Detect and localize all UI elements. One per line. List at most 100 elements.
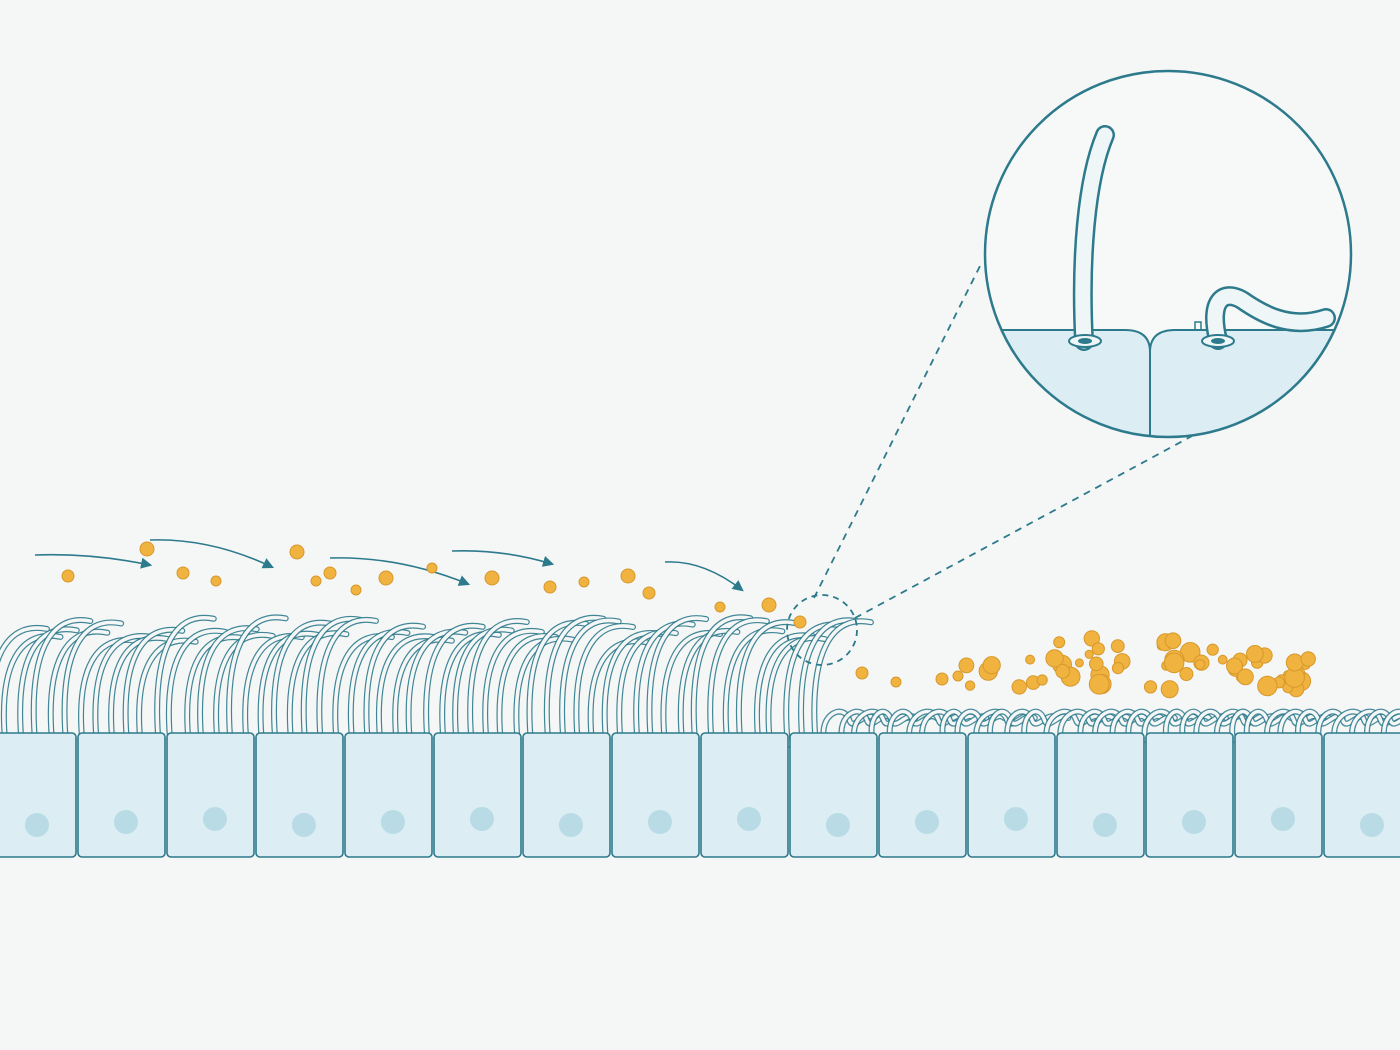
mucus-particle [210, 575, 222, 587]
mucus-particle [484, 570, 500, 586]
upright-cilium [197, 625, 260, 748]
cilium-core [679, 629, 740, 747]
upright-cilium [392, 636, 455, 748]
cilium-core [497, 634, 558, 747]
upright-cilium [423, 622, 486, 748]
upright-cilium [452, 626, 515, 748]
upright-cilium [496, 633, 560, 748]
upright-cilium [47, 628, 111, 748]
upright-cilium [754, 632, 817, 748]
cilium-core [214, 633, 275, 747]
epithelial-cell [522, 732, 611, 858]
cell-nucleus [825, 813, 850, 837]
cell-body [1234, 732, 1323, 858]
cell-body [878, 732, 967, 858]
cilium-core [755, 633, 816, 747]
cilium-core [109, 636, 170, 747]
damaged-cilium [1213, 708, 1271, 743]
cilium-core [227, 615, 288, 747]
flow-arrow [329, 557, 471, 586]
cell-body [433, 732, 522, 858]
upright-cilium [316, 616, 379, 748]
upright-cilium [300, 615, 364, 748]
epithelial-cell [0, 732, 77, 858]
accumulated-particle [1160, 680, 1179, 699]
cilium-core [317, 618, 378, 747]
mucus-particle [793, 615, 807, 629]
cilium-core [301, 617, 363, 747]
cilium-core [123, 627, 185, 747]
upright-cilium [587, 638, 651, 748]
cilium-core [545, 616, 606, 747]
upright-cilium [0, 624, 50, 664]
upright-cilium [646, 615, 710, 748]
upright-cilium [286, 630, 350, 748]
epithelial-cell [878, 732, 967, 858]
flow-arrow [451, 549, 555, 567]
cilium-core [1044, 709, 1102, 742]
transported-particles [61, 541, 964, 688]
cell-nucleus [647, 810, 672, 834]
cell-body [1323, 732, 1400, 858]
flow-arrow [34, 553, 153, 569]
cell-nucleus [24, 813, 49, 837]
accumulated-particle [1246, 645, 1264, 663]
upright-cilium [707, 617, 770, 748]
mucus-particle [61, 569, 75, 583]
cilium-core [588, 639, 650, 747]
cilium-core [155, 615, 216, 747]
cilium-core [812, 619, 873, 747]
mucus-particle [935, 672, 949, 686]
cell-nucleus [558, 813, 583, 837]
cell-nucleus [113, 810, 138, 834]
cell-body [789, 732, 878, 858]
cell-nucleus [380, 810, 405, 834]
epithelial-cell [1145, 732, 1234, 858]
upright-cilia-group [0, 614, 874, 748]
accumulated-particle [1143, 680, 1158, 694]
flow-arrow [664, 561, 744, 592]
cell-body [1056, 732, 1145, 858]
mucus-particle [952, 670, 964, 682]
upright-cilium [482, 627, 545, 748]
cilium-core [920, 709, 976, 742]
cilium-core [574, 624, 635, 747]
accumulated-particle [1237, 668, 1254, 686]
accumulated-particle [1084, 649, 1094, 659]
upright-cilium [136, 637, 199, 748]
cilium-core [272, 620, 333, 747]
mucus-particle [761, 597, 777, 613]
cilium-core [468, 619, 529, 747]
cell-nucleus [202, 807, 227, 831]
upright-cilium [154, 614, 217, 748]
accumulated-particle [1110, 639, 1125, 653]
upright-cilium [677, 627, 741, 748]
cilium-core [1005, 709, 1058, 742]
epithelial-cell [344, 732, 433, 858]
accumulated-particle [1217, 654, 1228, 665]
cilium-core [258, 631, 319, 747]
upright-cilium [122, 626, 186, 748]
inset-border [983, 69, 1353, 439]
cilium-core [1382, 709, 1400, 742]
upright-cilium [184, 634, 247, 748]
cell-body [77, 732, 166, 858]
epithelial-cell [611, 732, 700, 858]
cilium-core [0, 626, 49, 660]
epithelial-cell [1234, 732, 1323, 858]
damaged-cilium [1043, 708, 1103, 743]
cilium-core [453, 627, 514, 747]
cell-nucleus [1003, 807, 1028, 831]
cilium-core [647, 616, 708, 747]
accumulated-particle [1088, 673, 1110, 695]
damaged-cilium [1264, 708, 1321, 743]
upright-cilium [735, 619, 799, 748]
cell-body [700, 732, 789, 858]
mucus-particle [310, 575, 322, 587]
mucus-particle [890, 676, 902, 688]
cilium-core [167, 629, 228, 747]
accumulated-particle [1226, 657, 1243, 675]
accumulated-particle [1111, 662, 1125, 675]
upright-cilium [798, 617, 861, 748]
epithelial-cell [433, 732, 522, 858]
